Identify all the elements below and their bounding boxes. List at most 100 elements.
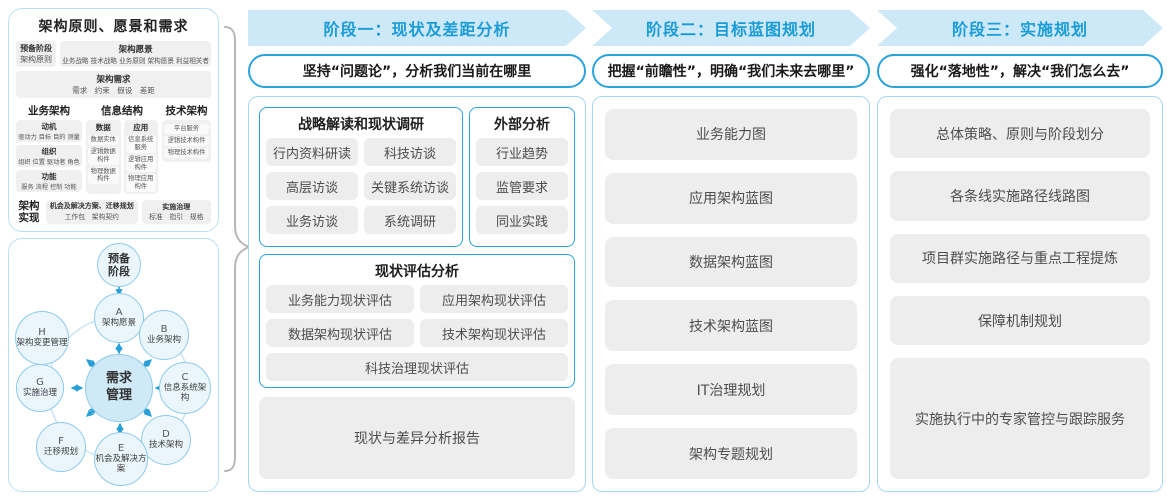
architecture-overview-panel: 架构原则、愿景和需求 预备阶段 架构原则 架构愿景 业务战略 技术战略 业务原则…	[8, 8, 219, 232]
adm-node-c-label: 信息系统架构	[163, 382, 207, 403]
gap-analysis-report-box: 现状与差异分析报告	[259, 397, 575, 479]
motivation-title: 动机	[41, 122, 57, 131]
research-item: 系统调研	[364, 206, 456, 234]
application-item: 信息系统服务	[125, 135, 156, 153]
technical-item: 平台服务	[164, 124, 209, 134]
adm-node-b-business: B 业务架构	[139, 310, 189, 360]
application-item: 物理应用构件	[125, 174, 156, 193]
implementation-governance-box: 实施治理 标准 指引 规格	[141, 200, 211, 225]
external-item: 同业实践	[476, 206, 568, 234]
architecture-implementation-row: 架构实现 机会及解决方案、迁移规划 工作包 架构契约 实施治理 标准 指引 规格	[16, 200, 211, 225]
phase3-item: 各条线实施路径线路图	[890, 171, 1150, 221]
function-box: 功能 服务 流程 控制 功能	[16, 170, 82, 192]
strategy-research-title: 战略解读和现状调研	[298, 117, 424, 133]
adm-node-d-label: 技术架构	[148, 439, 183, 450]
application-group-title: 应用	[133, 123, 149, 132]
data-item: 物理数据构件	[88, 166, 119, 185]
adm-node-e-label: 机会及解决方案	[95, 453, 147, 474]
adm-node-preliminary: 预备阶段	[97, 243, 141, 287]
phase1-header-band: 阶段一：现状及差距分析	[248, 10, 586, 46]
adm-node-h-change-management: H 架构变更管理	[15, 311, 69, 365]
phase3-item: 保障机制规划	[890, 295, 1150, 346]
data-item: 逻辑数据构件	[88, 146, 119, 165]
adm-node-h-label: 架构变更管理	[16, 337, 68, 348]
business-architecture-title: 业务架构	[28, 105, 70, 117]
adm-node-a-id: A	[115, 307, 123, 319]
phase2-item: 数据架构蓝图	[605, 236, 857, 288]
adm-node-h-id: H	[38, 327, 46, 339]
phase2-item: 架构专题规划	[605, 428, 857, 479]
phase1-column: 阶段一：现状及差距分析 坚持“问题论”，分析我们当前在哪里 战略解读和现状调研 …	[248, 10, 586, 492]
application-group: 应用 信息系统服务 逻辑应用构件 物理应用构件	[123, 120, 158, 195]
assessment-item: 技术架构现状评估	[420, 319, 568, 347]
motivation-box: 动机 驱动力 目标 目的 测量	[16, 120, 82, 142]
prep-phase-title: 预备阶段	[20, 44, 53, 53]
adm-node-d-id: D	[162, 429, 170, 441]
organization-box: 组织 组织 位置 驱动者 角色	[16, 145, 82, 167]
implementation-governance-sub: 标准 指引 规格	[149, 213, 204, 222]
phase2-header-band: 阶段二：目标蓝图规划	[592, 10, 870, 46]
external-item: 监管要求	[476, 172, 568, 200]
phase3-item: 项目群实施路径与重点工程提炼	[890, 233, 1150, 283]
phase2-item: 业务能力图	[605, 109, 857, 160]
assessment-item: 数据架构现状评估	[266, 319, 414, 347]
phase3-content-panel: 总体策略、原则与阶段划分 各条线实施路径线路图 项目群实施路径与重点工程提炼 保…	[877, 96, 1163, 492]
organization-sub: 组织 位置 驱动者 角色	[18, 159, 80, 166]
phase2-content-panel: 业务能力图 应用架构蓝图 数据架构蓝图 技术架构蓝图 IT治理规划 架构专题规划	[592, 96, 870, 492]
architecture-requirement-title: 架构需求	[96, 75, 131, 85]
assessment-title: 现状评估分析	[375, 264, 459, 280]
adm-node-a-label: 架构愿景	[101, 317, 136, 328]
adm-center-requirements-management: 需求管理	[85, 354, 153, 422]
phase1-content-panel: 战略解读和现状调研 行内资料研读 科技访谈 高层访谈 关键系统访谈 业务访谈 系…	[248, 96, 586, 492]
function-sub: 服务 流程 控制 功能	[21, 184, 77, 191]
research-item: 科技访谈	[364, 138, 456, 166]
phase2-items: 业务能力图 应用架构蓝图 数据架构蓝图 技术架构蓝图 IT治理规划 架构专题规划	[605, 109, 857, 479]
phase3-column: 阶段三：实施规划 强化“落地性”，解决“我们怎么去” 总体策略、原则与阶段划分 …	[877, 10, 1163, 492]
research-item: 关键系统访谈	[364, 172, 456, 200]
information-structure-title: 信息结构	[101, 105, 143, 117]
application-item: 逻辑应用构件	[125, 154, 156, 173]
data-group-title: 数据	[95, 123, 111, 132]
technical-architecture-title: 技术架构	[165, 105, 208, 117]
architecture-vision-box: 架构愿景 业务战略 技术战略 业务原则 架构愿景 利益相关者	[60, 41, 211, 67]
external-analysis-box: 外部分析 行业趋势 监管要求 同业实践	[469, 107, 575, 247]
current-state-assessment-box: 现状评估分析 业务能力现状评估 应用架构现状评估 数据架构现状评估 技术架构现状…	[259, 254, 575, 388]
data-group: 数据 数据实体 逻辑数据构件 物理数据构件	[86, 120, 121, 195]
motivation-sub: 驱动力 目标 目的 测量	[18, 134, 80, 141]
adm-node-e-id: E	[117, 443, 125, 455]
external-analysis-title: 外部分析	[494, 117, 550, 133]
assessment-item: 业务能力现状评估	[266, 285, 414, 313]
architecture-vision-sub: 业务战略 技术战略 业务原则 架构愿景 利益相关者	[62, 57, 209, 65]
phase1-slogan: 坚持“问题论”，分析我们当前在哪里	[248, 54, 586, 88]
technical-group: 平台服务 逻辑技术构件 物理技术构件	[162, 120, 211, 162]
adm-node-c-information-systems: C 信息系统架构	[159, 362, 211, 414]
opportunity-migration-sub: 工作包 架构契约	[64, 212, 119, 221]
prep-phase-sub: 架构原则	[20, 55, 53, 64]
adm-node-f-id: F	[58, 436, 64, 448]
adm-node-f-migration: F 迁移规划	[36, 422, 86, 472]
phase2-column: 阶段二：目标蓝图规划 把握“前瞻性”，明确“我们未来去哪里” 业务能力图 应用架…	[592, 10, 870, 492]
research-item: 行内资料研读	[266, 138, 358, 166]
brace-path	[224, 26, 252, 472]
phase2-slogan: 把握“前瞻性”，明确“我们未来去哪里”	[592, 54, 870, 88]
assessment-items: 业务能力现状评估 应用架构现状评估 数据架构现状评估 技术架构现状评估 科技治理…	[266, 285, 568, 381]
adm-node-g-governance: G 实施治理	[16, 364, 64, 412]
phase3-item: 实施执行中的专家管控与跟踪服务	[890, 358, 1150, 479]
external-item: 行业趋势	[476, 138, 568, 166]
adm-node-g-id: G	[36, 377, 44, 389]
strategy-research-items: 行内资料研读 科技访谈 高层访谈 关键系统访谈 业务访谈 系统调研	[266, 138, 456, 234]
adm-node-e-opportunities: E 机会及解决方案	[94, 432, 148, 486]
phase3-slogan: 强化“落地性”，解决“我们怎么去”	[877, 54, 1163, 88]
organization-title: 组织	[41, 147, 57, 156]
phase2-item: 技术架构蓝图	[605, 300, 857, 352]
opportunity-migration-box: 机会及解决方案、迁移规划 工作包 架构契约	[46, 200, 138, 225]
prep-phase-box: 预备阶段 架构原则	[16, 41, 57, 67]
architecture-implementation-label: 架构实现	[18, 200, 40, 225]
architecture-vision-title: 架构愿景	[118, 45, 153, 55]
adm-cycle-panel: 预备阶段 A 架构愿景 B 业务架构 C 信息系统架构 D 技术架构 E 机会及…	[8, 238, 219, 492]
architecture-requirement-sub: 需求 约束 假设 差距	[72, 86, 155, 95]
technical-item: 物理技术构件	[164, 147, 209, 158]
adm-node-c-id: C	[181, 372, 189, 384]
information-groups: 数据 数据实体 逻辑数据构件 物理数据构件 应用 信息系统服务 逻辑应用构件 物…	[86, 120, 158, 195]
adm-node-g-label: 实施治理	[22, 387, 57, 398]
